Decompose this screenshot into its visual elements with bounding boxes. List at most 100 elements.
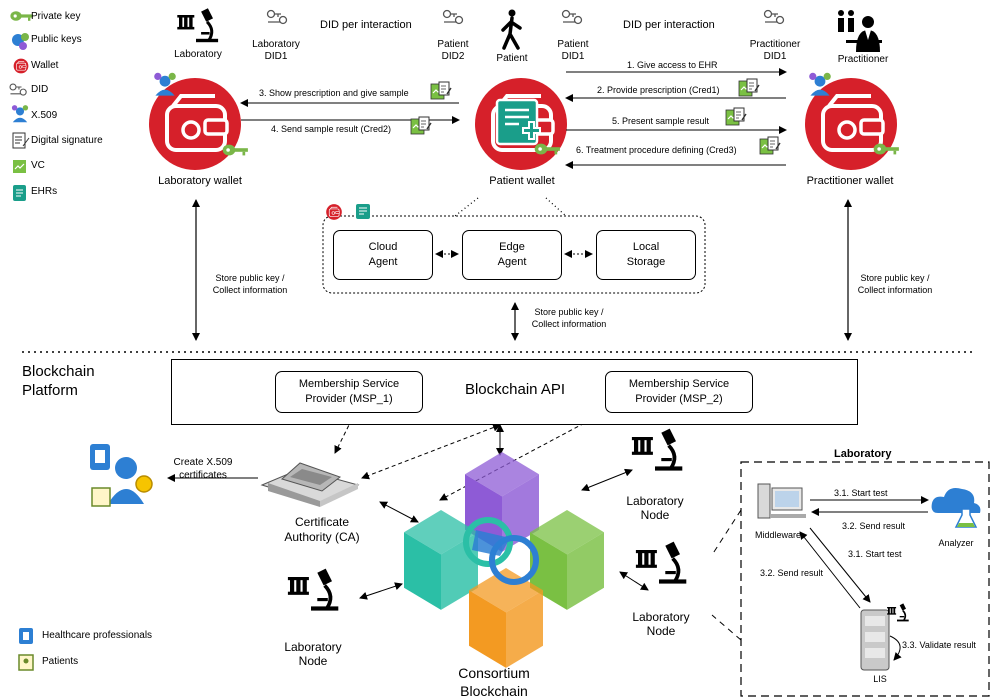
agents-callout-right: [545, 197, 567, 217]
practitioner-icon-part: [838, 18, 854, 32]
lis-server-icon-part: [865, 632, 885, 642]
did-per-interaction-right: DID per interaction: [623, 19, 715, 31]
lab-start-test-diag: 3.1. Start test: [848, 549, 902, 559]
message-3-vc-icon: [430, 81, 452, 100]
laboratory-actor-label: Laboratory: [174, 49, 222, 60]
practitioner-did1-icon: [763, 9, 785, 25]
did-icon: [9, 83, 27, 96]
did-per-interaction-left: DID per interaction: [320, 19, 412, 31]
lab-send-result-diag: 3.2. Send result: [760, 568, 824, 578]
laboratory-node-b-icon: [634, 539, 689, 586]
digital-signature-icon: [12, 132, 30, 149]
laboratory-node-c-icon: [286, 566, 341, 613]
message-4: 4. Send sample result (Cred2): [271, 124, 392, 134]
legend-healthcare-professionals: Healthcare professionals: [42, 630, 153, 641]
message-1: 1. Give access to EHR: [627, 60, 718, 70]
lis-server-icon: [860, 609, 890, 671]
practitioner-wallet-label: Practitioner wallet: [806, 175, 894, 187]
x509-certificate-icon-part: [91, 487, 111, 507]
certificate-authority-icon-part: [268, 483, 320, 507]
middleware-computer-icon: [757, 483, 806, 519]
arrow-node-c-blockchain: [359, 582, 403, 600]
legend-ehrs: EHRs: [31, 186, 58, 197]
legend-x509: X.509: [31, 110, 58, 121]
legend-private-key: Private key: [31, 11, 81, 22]
x509-certificate-icon-part: [108, 489, 144, 504]
public-keys-icon-part: [19, 42, 27, 50]
lab-did1-icon: [266, 9, 288, 25]
orange-block-cube: [469, 568, 543, 668]
certificate-authority-icon: [260, 462, 360, 507]
legend-did: DID: [31, 84, 49, 95]
legend-public-keys: Public keys: [31, 34, 82, 45]
lab-panel-title: Laboratory: [834, 448, 892, 460]
digital-signature-icon-part: [15, 136, 30, 147]
legend-digital-signature: Digital signature: [31, 135, 103, 146]
lab-panel-callout-top: [711, 509, 742, 556]
wallet-icon: [13, 58, 29, 74]
healthcare-professionals-icon-part: [23, 632, 29, 640]
patient-walking-icon-part: [508, 9, 516, 17]
practitioner-icon-part: [862, 16, 874, 28]
message-6: 6. Treatment procedure defining (Cred3): [576, 145, 737, 155]
arrow-start-test-diag: [809, 527, 871, 603]
message-3: 3. Show prescription and give sample: [259, 88, 409, 98]
practitioner-icon-part: [865, 30, 871, 40]
legend-patients: Patients: [42, 656, 79, 667]
x509-certificate-icon-part: [115, 457, 137, 479]
legend-wallet: Wallet: [31, 60, 59, 71]
agents-callout-left: [454, 197, 479, 217]
patient-actor-label: Patient: [496, 53, 528, 64]
purple-block-cube-top: [465, 452, 539, 497]
lab-send-result-top: 3.2. Send result: [842, 521, 906, 531]
patients-icon-part: [23, 658, 29, 664]
analyzer-label: Analyzer: [938, 538, 974, 548]
x509-certificate-icon: [90, 444, 153, 507]
ehrs-icon: [13, 185, 26, 201]
blockchain-key-shape: [472, 530, 510, 556]
analyzer-cloud-icon: [931, 488, 981, 513]
middleware-label: Middleware: [754, 530, 802, 540]
middleware-computer-icon-part: [775, 491, 799, 507]
patients-icon: [18, 654, 34, 671]
agents-ehr-icon: [356, 204, 370, 219]
blockchain-link-ring: [489, 535, 539, 585]
practitioner-icon: [838, 10, 882, 52]
arrow-node-a-blockchain: [581, 468, 633, 492]
arrow-validate-result: [889, 635, 902, 661]
lis-lab-icon: [886, 602, 910, 623]
arrow-ca-blockchain: [379, 501, 419, 523]
blockchain-link-ring: [463, 517, 513, 567]
orange-block-cube-right: [506, 590, 543, 668]
vc-icon: [13, 160, 26, 173]
patient-walking-icon-part: [501, 16, 522, 50]
laboratory-wallet-label: Laboratory wallet: [158, 175, 242, 187]
laboratory-node-a-icon: [630, 426, 685, 473]
patient-did1-icon: [561, 9, 583, 25]
agents-ehr-icon-part: [359, 207, 367, 215]
message-2-vc-icon: [738, 78, 760, 97]
patient-ehr-icon-part: [522, 121, 541, 140]
patient-wallet-label: Patient wallet: [489, 175, 555, 187]
patient-did2-icon: [442, 9, 464, 25]
lis-label: LIS: [873, 674, 887, 684]
agents-wallet-icon: [325, 203, 343, 221]
practitioner-icon-part: [838, 10, 844, 16]
vc-icon-part: [13, 160, 26, 173]
purple-block-cube-right: [502, 474, 539, 552]
certificate-authority-icon-part: [290, 469, 332, 485]
